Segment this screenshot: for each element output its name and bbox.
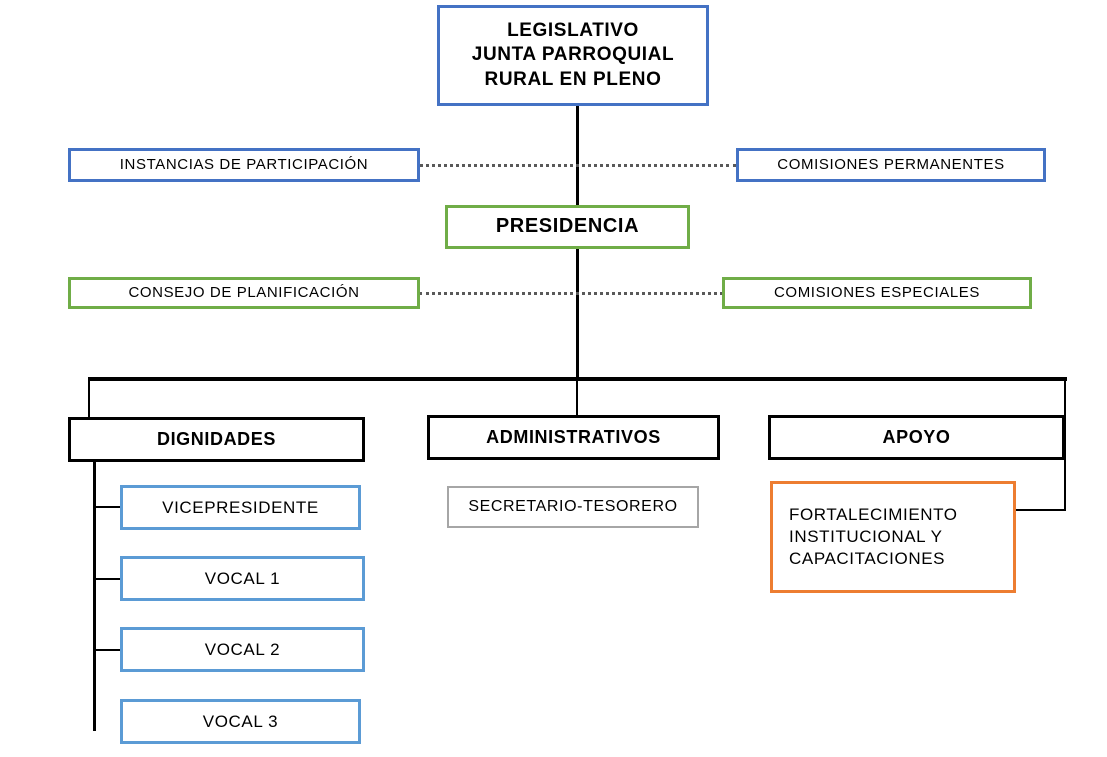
connector-presidencia-trunk: [576, 249, 579, 379]
node-legislativo-line1: LEGISLATIVO: [507, 20, 639, 42]
node-fortalecimiento-line1: FORTALECIMIENTO: [789, 505, 958, 525]
connector-dotted-row1: [419, 164, 737, 167]
connector-legislativo-presidencia: [576, 106, 579, 205]
node-comisiones-permanentes[interactable]: COMISIONES PERMANENTES: [736, 148, 1046, 182]
node-vicepresidente[interactable]: VICEPRESIDENTE: [120, 485, 361, 530]
node-comisiones-especiales-label: COMISIONES ESPECIALES: [774, 284, 980, 302]
connector-dotted-row2: [419, 292, 723, 295]
node-consejo-planificacion[interactable]: CONSEJO DE PLANIFICACIÓN: [68, 277, 420, 309]
connector-bar-right-rail: [1064, 377, 1066, 510]
node-consejo-planificacion-label: CONSEJO DE PLANIFICACIÓN: [128, 284, 360, 302]
node-dignidades[interactable]: DIGNIDADES: [68, 417, 365, 462]
node-comisiones-especiales[interactable]: COMISIONES ESPECIALES: [722, 277, 1032, 309]
node-vocal-2[interactable]: VOCAL 2: [120, 627, 365, 672]
node-legislativo[interactable]: LEGISLATIVO JUNTA PARROQUIAL RURAL EN PL…: [437, 5, 709, 106]
node-secretario-tesorero-label: SECRETARIO-TESORERO: [468, 497, 678, 515]
node-legislativo-line3: RURAL EN PLENO: [484, 68, 662, 90]
node-fortalecimiento-line3: CAPACITACIONES: [789, 548, 946, 568]
node-administrativos-label: ADMINISTRATIVOS: [486, 426, 661, 447]
node-vicepresidente-label: VICEPRESIDENTE: [162, 497, 319, 517]
node-fortalecimiento-institucional[interactable]: FORTALECIMIENTO INSTITUCIONAL Y CAPACITA…: [770, 481, 1016, 593]
connector-rail-to-fortalecimiento: [1016, 509, 1066, 511]
node-fortalecimiento-line2: INSTITUCIONAL Y: [789, 527, 943, 547]
connector-stub-vocal-2: [93, 649, 121, 651]
node-presidencia-label: PRESIDENCIA: [495, 215, 640, 238]
node-apoyo[interactable]: APOYO: [768, 415, 1065, 460]
node-legislativo-line2: JUNTA PARROQUIAL: [471, 44, 675, 66]
node-instancias-participacion-label: INSTANCIAS DE PARTICIPACIÓN: [119, 156, 369, 174]
node-secretario-tesorero[interactable]: SECRETARIO-TESORERO: [447, 486, 699, 528]
node-presidencia[interactable]: PRESIDENCIA: [445, 205, 690, 249]
node-comisiones-permanentes-label: COMISIONES PERMANENTES: [777, 156, 1005, 174]
node-apoyo-label: APOYO: [882, 426, 951, 447]
connector-bar-to-dignidades: [88, 377, 90, 417]
node-instancias-participacion[interactable]: INSTANCIAS DE PARTICIPACIÓN: [68, 148, 420, 182]
node-vocal-1-label: VOCAL 1: [204, 568, 281, 588]
connector-dignidades-spine: [93, 417, 96, 731]
node-vocal-1[interactable]: VOCAL 1: [120, 556, 365, 601]
node-vocal-3-label: VOCAL 3: [202, 711, 279, 731]
node-vocal-3[interactable]: VOCAL 3: [120, 699, 361, 744]
connector-bar-to-administrativos: [576, 377, 578, 415]
connector-stub-vicepresidente: [93, 506, 121, 508]
node-administrativos[interactable]: ADMINISTRATIVOS: [427, 415, 720, 460]
node-vocal-2-label: VOCAL 2: [204, 639, 281, 659]
node-dignidades-label: DIGNIDADES: [156, 428, 276, 449]
connector-stub-vocal-1: [93, 578, 121, 580]
